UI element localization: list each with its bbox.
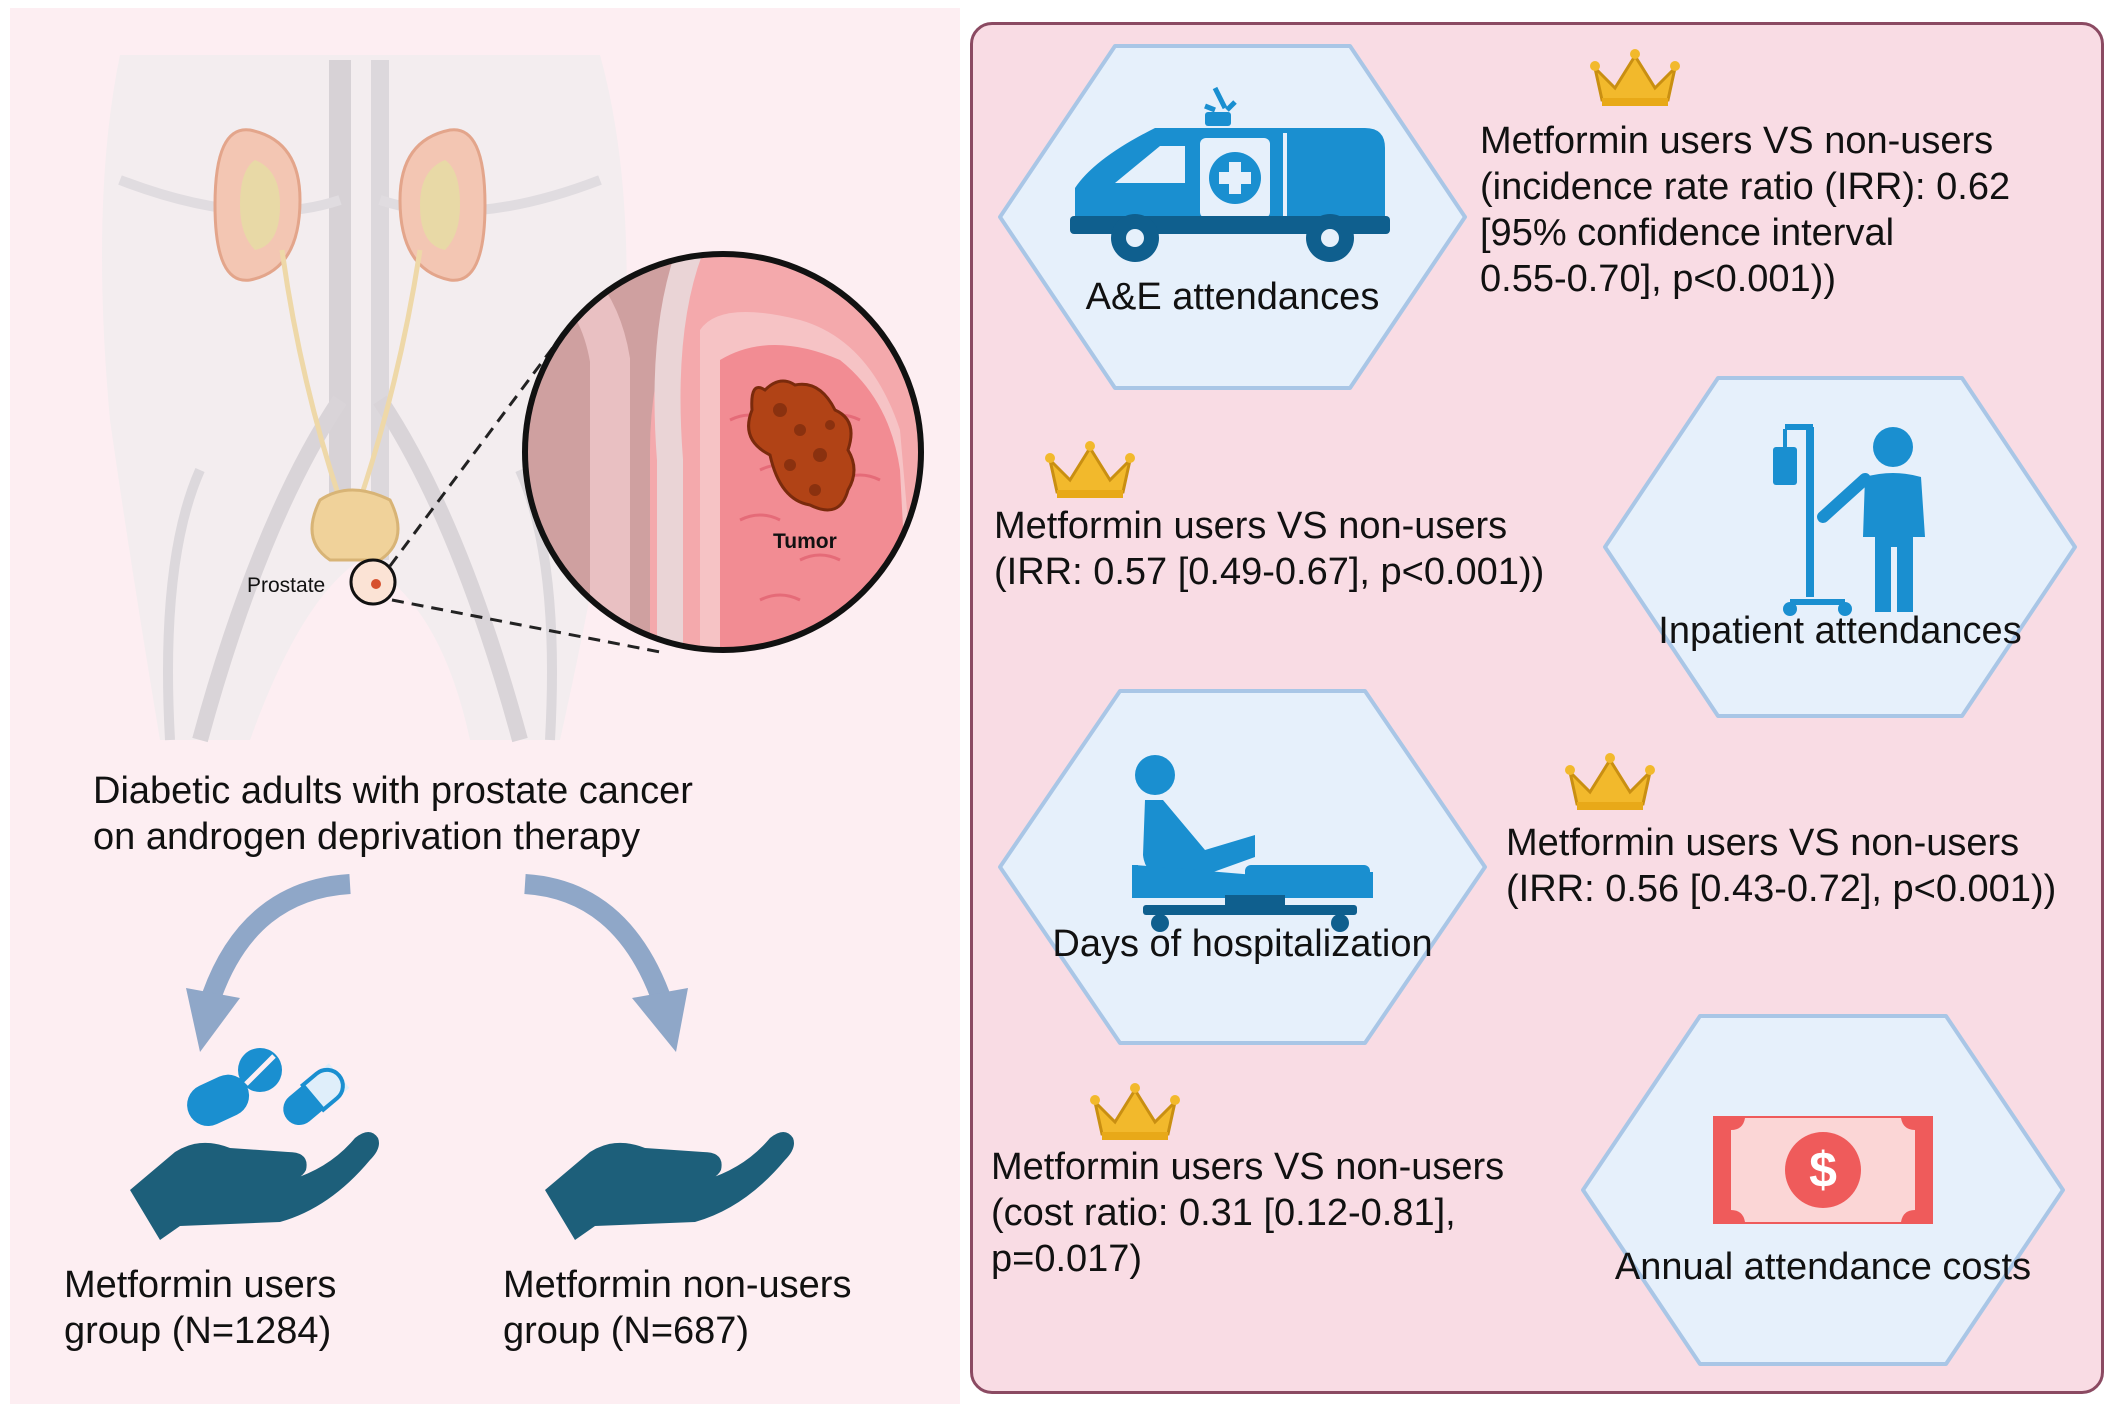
prostate-label: Prostate	[247, 574, 326, 597]
population-line-2: on androgen deprivation therapy	[93, 816, 641, 858]
crown-icon	[1045, 441, 1135, 498]
patient-iv-icon	[1773, 424, 1925, 616]
right-kidney	[398, 128, 487, 282]
hex-ae-attendances: A&E attendances	[995, 40, 1470, 395]
hex-annual-costs: $ Annual attendance costs	[1578, 1010, 2068, 1370]
hospital-bed-icon	[1132, 755, 1373, 932]
users-group-line-1: Metformin users	[64, 1264, 337, 1306]
svg-text:$: $	[1809, 1142, 1837, 1198]
hex-costs-label: Annual attendance costs	[1614, 1246, 2032, 1288]
crown-icon	[1590, 49, 1680, 106]
dollar-bill-icon: $	[1713, 1116, 1933, 1224]
left-kidney	[213, 128, 302, 282]
result-costs-line-2: (cost ratio: 0.31 [0.12-0.81],	[991, 1192, 1456, 1234]
result-costs-line-1: Metformin users VS non-users	[991, 1146, 1505, 1188]
result-ae-line-1: Metformin users VS non-users	[1480, 120, 1994, 162]
magnified-prostate	[525, 254, 921, 650]
nonusers-group-line-2: group (N=687)	[503, 1310, 750, 1352]
result-ae-line-3: [95% confidence interval	[1480, 212, 1895, 254]
empty-hand-icon	[545, 1132, 794, 1240]
anatomy-illustration	[102, 55, 924, 743]
hex-ae-label: A&E attendances	[1085, 276, 1380, 318]
result-days-line-2: (IRR: 0.56 [0.43-0.72], p<0.001))	[1506, 868, 2057, 910]
hex-days-label: Days of hospitalization	[1052, 923, 1433, 965]
tumor-label: Tumor	[773, 530, 837, 553]
result-inpatient-line-2: (IRR: 0.57 [0.49-0.67], p<0.001))	[994, 551, 1545, 593]
users-group-line-2: group (N=1284)	[64, 1310, 332, 1352]
result-costs-line-3: p=0.017)	[991, 1238, 1143, 1280]
arrow-left-icon	[186, 874, 351, 1052]
hex-inpatient-label: Inpatient attendances	[1658, 610, 2022, 652]
result-ae-line-2: (incidence rate ratio (IRR): 0.62	[1480, 166, 2011, 208]
hex-days-hospitalization: Days of hospitalization	[995, 685, 1490, 1050]
population-line-1: Diabetic adults with prostate cancer	[93, 770, 693, 812]
crown-icon	[1090, 1083, 1180, 1140]
ambulance-icon	[1070, 86, 1390, 262]
result-ae-line-4: 0.55-0.70], p<0.001))	[1480, 258, 1836, 300]
nonusers-group-line-1: Metformin non-users	[503, 1264, 852, 1306]
hex-inpatient-attendances: Inpatient attendances	[1600, 372, 2080, 722]
arrow-right-icon	[524, 874, 688, 1052]
crown-icon	[1565, 753, 1655, 810]
result-days-line-1: Metformin users VS non-users	[1506, 822, 2020, 864]
split-arrows	[186, 874, 688, 1052]
hand-with-pills-icon	[130, 1048, 379, 1240]
result-inpatient-line-1: Metformin users VS non-users	[994, 505, 1508, 547]
